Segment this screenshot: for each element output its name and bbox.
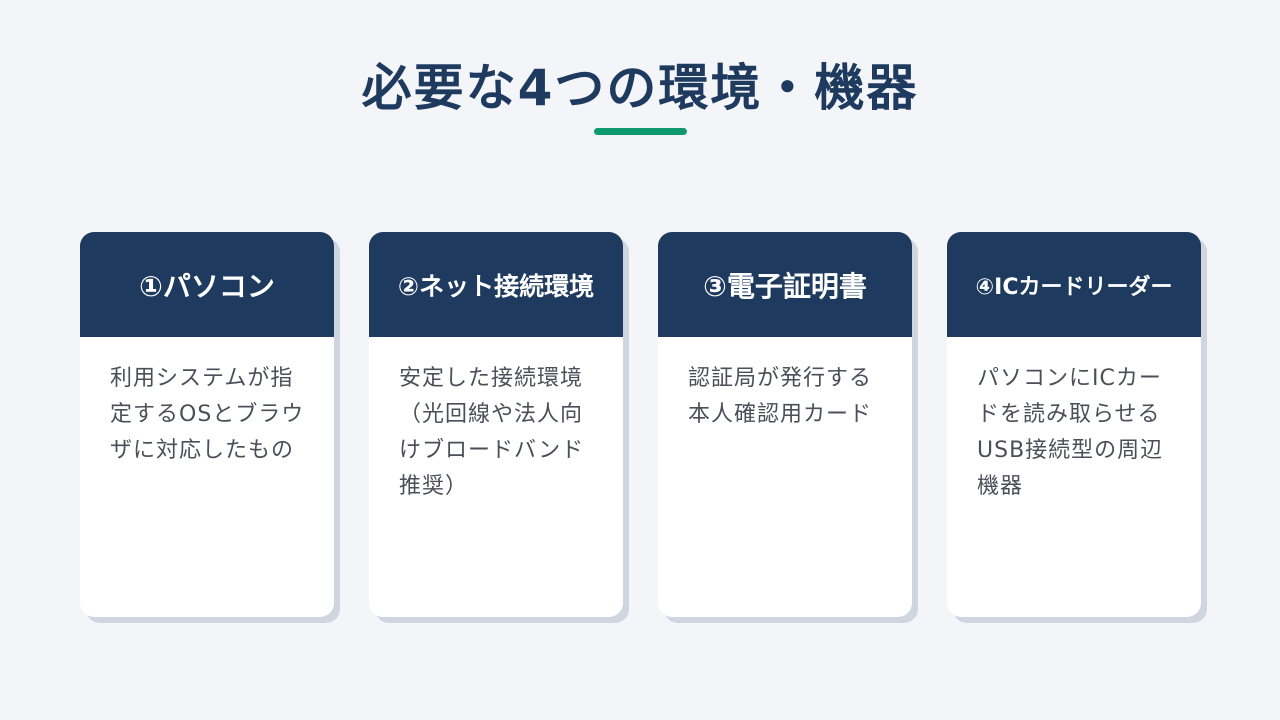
card-header: ②ネット接続環境 [369, 232, 623, 337]
card-body: 利用システムが指 定するOSとブラウ ザに対応したもの [80, 337, 334, 469]
card-text-line: 安定した接続環境 [399, 366, 584, 391]
card-text-line: 定するOSとブラウ [110, 402, 305, 427]
card-text-line: 利用システムが指 [110, 366, 294, 391]
card-text-line: ザに対応したもの [110, 438, 295, 463]
card-header: ③電子証明書 [658, 232, 912, 337]
card-text-line: 本人確認用カード [688, 402, 873, 427]
card-text-line: ドを読み取らせる [977, 402, 1161, 427]
card-card-reader: ④ICカードリーダー パソコンにICカー ドを読み取らせる USB接続型の周辺 … [947, 232, 1201, 617]
card-text-line: けブロードバンド [399, 438, 585, 463]
page-title: 必要な4つの環境・機器 [361, 59, 919, 117]
card-text-line: パソコンにICカー [977, 366, 1162, 391]
card-network: ②ネット接続環境 安定した接続環境 （光回線や法人向 けブロードバンド 推奨） [369, 232, 623, 617]
card-text-line: 認証局が発行する [688, 366, 873, 391]
card-text-line: 推奨） [399, 474, 469, 499]
card-text-line: （光回線や法人向 [399, 402, 584, 427]
card-header: ④ICカードリーダー [947, 232, 1201, 337]
card-header: ①パソコン [80, 232, 334, 337]
card-body: 認証局が発行する 本人確認用カード [658, 337, 912, 433]
card-pc: ①パソコン 利用システムが指 定するOSとブラウ ザに対応したもの [80, 232, 334, 617]
card-body: 安定した接続環境 （光回線や法人向 けブロードバンド 推奨） [369, 337, 623, 505]
card-body: パソコンにICカー ドを読み取らせる USB接続型の周辺 機器 [947, 337, 1201, 505]
card-text-line: 機器 [977, 474, 1024, 499]
card-certificate: ③電子証明書 認証局が発行する 本人確認用カード [658, 232, 912, 617]
title-underline [594, 128, 687, 135]
card-text-line: USB接続型の周辺 [977, 438, 1164, 463]
